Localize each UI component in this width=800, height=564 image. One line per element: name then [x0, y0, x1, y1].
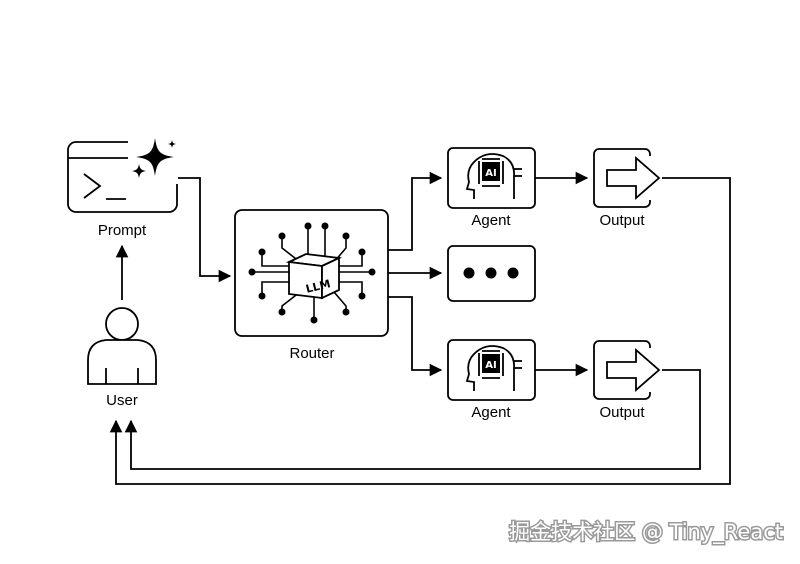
- prompt-node: Prompt: [67, 136, 178, 239]
- prompt-label: Prompt: [98, 222, 147, 239]
- terminal-icon: [83, 173, 126, 200]
- edge-output-top-to-user: [109, 177, 731, 485]
- edge-prompt-to-router: [177, 177, 232, 283]
- output-arrow-icon: [606, 348, 661, 392]
- agent-top-node: AI Agent: [447, 147, 536, 229]
- output-bottom-node: Output: [593, 340, 662, 421]
- ellipsis-icon: [463, 267, 519, 279]
- edge-output-bottom-to-user: [124, 369, 701, 470]
- router-label: Router: [289, 345, 334, 362]
- agent-bottom-chip-text: AI: [485, 360, 496, 371]
- output-bottom-label: Output: [599, 404, 645, 421]
- llm-chip-icon: LLM: [248, 222, 376, 324]
- agent-bottom-label: Agent: [471, 404, 511, 421]
- agent-bottom-node: AI Agent: [447, 339, 536, 421]
- agent-top-label: Agent: [471, 212, 511, 229]
- user-icon: [87, 307, 157, 385]
- edge-router-to-agent-top: [388, 171, 443, 251]
- edge-router-to-agent-bottom: [388, 296, 443, 377]
- agent-top-chip-text: AI: [485, 168, 496, 179]
- connectors: [109, 171, 731, 485]
- ai-head-icon: AI: [465, 153, 522, 199]
- ai-head-icon: AI: [465, 345, 522, 391]
- output-top-label: Output: [599, 212, 645, 229]
- more-agents-node: [447, 245, 536, 302]
- watermark: 掘金技术社区 @ Tiny_React: [509, 520, 783, 545]
- router-node: LLM Router: [234, 209, 389, 362]
- user-node: User: [87, 307, 157, 409]
- sparkle-icon: [132, 138, 176, 178]
- router-chip-text: LLM: [304, 277, 331, 296]
- output-top-node: Output: [593, 148, 662, 229]
- output-arrow-icon: [606, 156, 661, 200]
- user-label: User: [106, 392, 138, 409]
